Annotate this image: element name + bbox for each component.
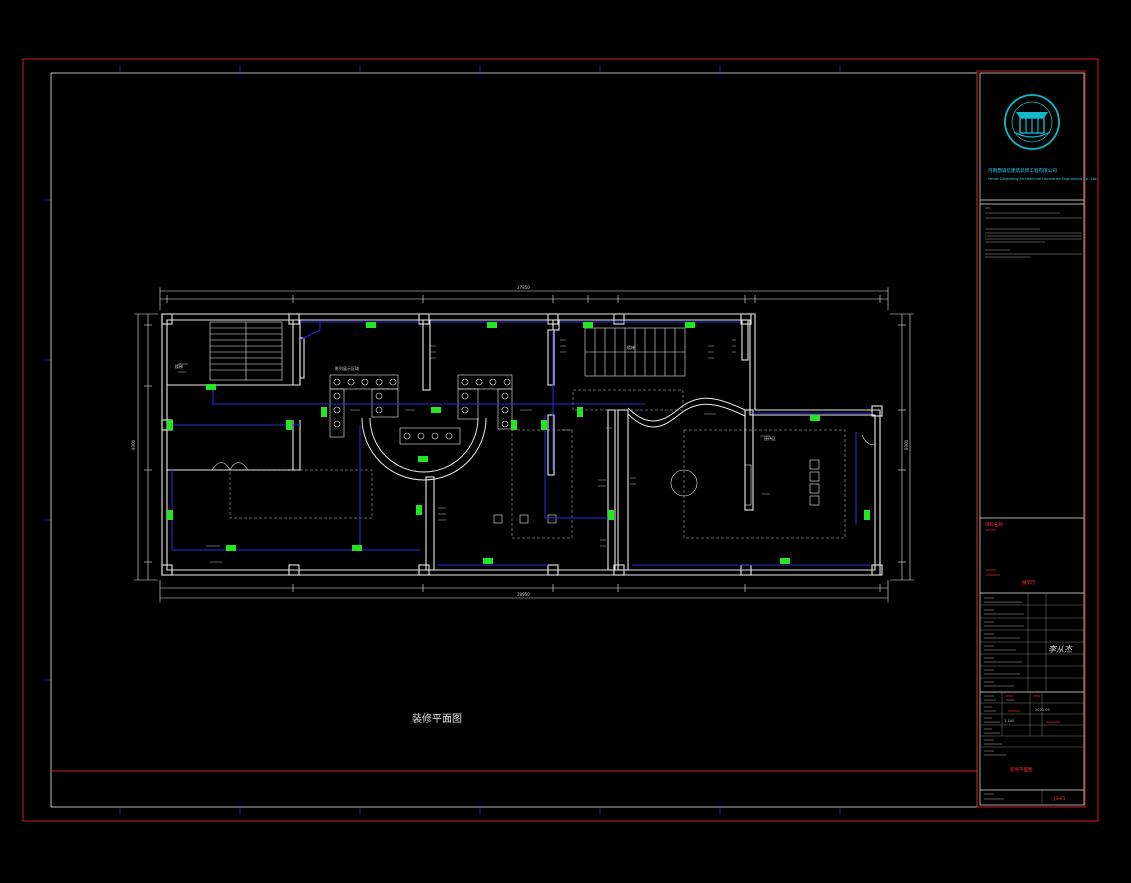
dimension-lines: [134, 287, 914, 602]
light-fixtures: [167, 322, 870, 564]
walls: [161, 313, 883, 576]
display-area-label: 陈列展示区域: [335, 365, 359, 371]
firm-logo: [1004, 94, 1060, 150]
signature: 李从杰: [1048, 645, 1073, 654]
title-block: 河南鼎诚信建筑装饰工程有限公司 Henan Dingcheng Architec…: [976, 70, 1097, 808]
reception-furniture: [211, 434, 876, 524]
sheet-title: 装修平面图: [1010, 766, 1033, 773]
stair-right-label: 楼梯: [627, 344, 635, 350]
right-total-dimension: 9300: [904, 439, 909, 450]
stair-left: [209, 321, 283, 381]
top-total-dimension: 27850: [517, 285, 530, 290]
stair-right: [584, 327, 686, 377]
project-label: 项目名称: [985, 521, 1003, 528]
design-notes: [985, 207, 1082, 258]
firm-name-cn: 河南鼎诚信建筑装饰工程有限公司: [988, 167, 1057, 174]
sheet-number: JS-01: [1053, 796, 1066, 802]
plan-title: 装修平面图: [412, 712, 462, 725]
project-value: 展示厅: [1022, 580, 1036, 586]
electrical-lines: [170, 321, 872, 566]
stair-left-label: 楼梯: [175, 363, 183, 369]
left-total-dimension: 9300: [131, 439, 136, 450]
sheet-frame: [22, 58, 1099, 822]
firm-name-en: Henan Dingcheng Architectural Decoration…: [988, 177, 1097, 181]
bottom-total-dimension: 28950: [517, 592, 530, 597]
reception-label: 接待区: [764, 435, 776, 441]
date-value: 2021.05: [1035, 708, 1050, 712]
scale-value: 1:100: [1004, 719, 1015, 723]
annotation-marks: [178, 339, 770, 563]
display-cases: [329, 374, 513, 481]
curved-feature-wall: [627, 397, 746, 428]
